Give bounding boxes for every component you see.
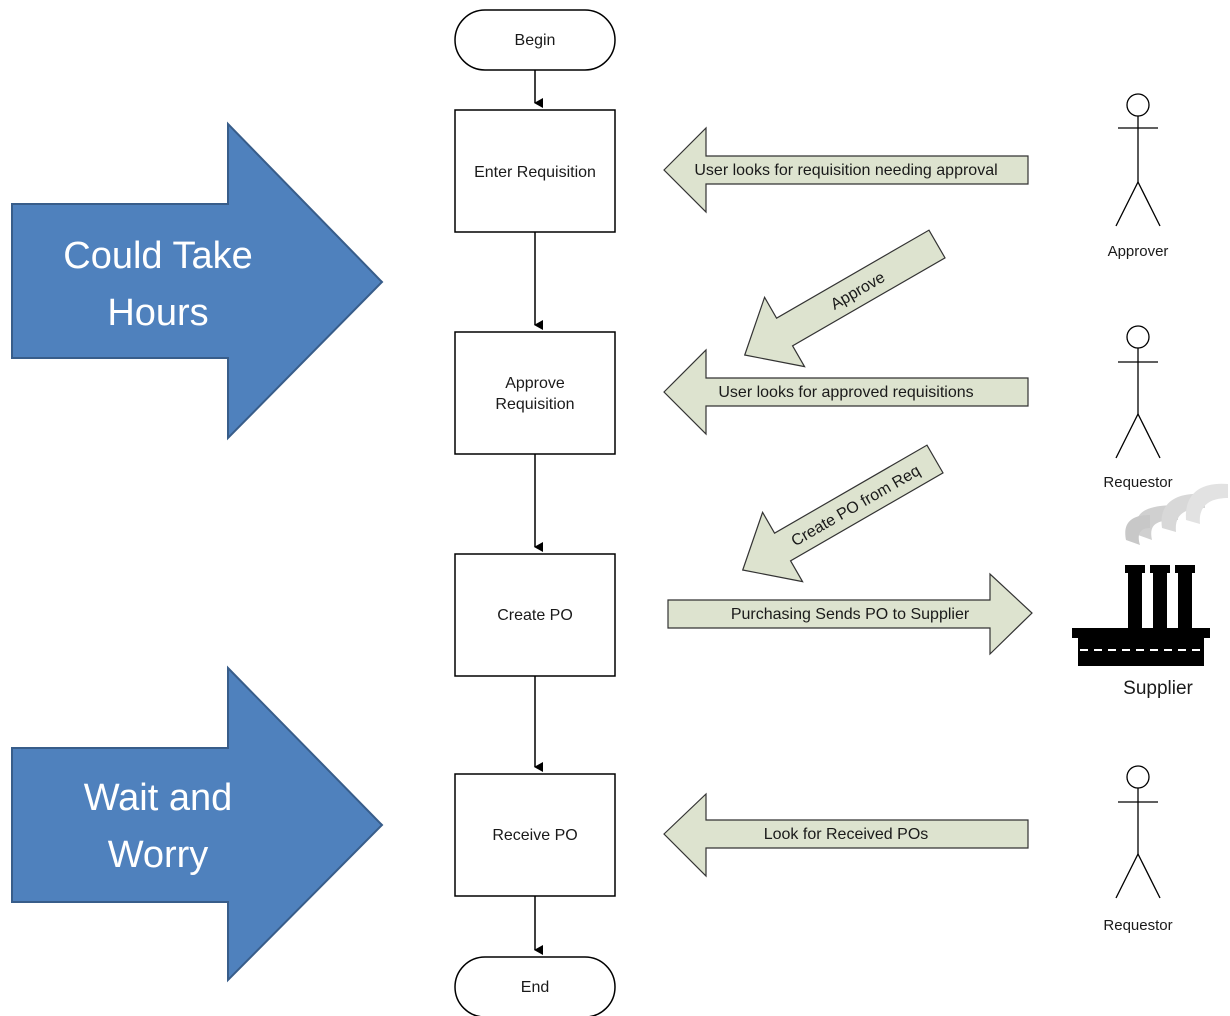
note-create-po-from-req: Create PO from Req — [741, 444, 944, 583]
supplier-label: Supplier — [1123, 678, 1193, 699]
note-purchasing-sends-text: Purchasing Sends PO to Supplier — [731, 606, 970, 623]
receive-po-label: Receive PO — [492, 827, 577, 844]
callout-could-take-hours: Could Take Hours — [11, 121, 384, 441]
callout-top-line1: Could Take — [63, 235, 252, 277]
approve-requisition-label-line2: Requisition — [495, 396, 574, 413]
create-po-label: Create PO — [497, 607, 573, 624]
note-create-po-from-req-text: Create PO from Req — [789, 462, 924, 550]
note-look-received-text: Look for Received POs — [764, 826, 929, 843]
approver-label: Approver — [1108, 243, 1169, 260]
note-purchasing-sends: Purchasing Sends PO to Supplier — [667, 572, 1033, 656]
end-label: End — [521, 979, 549, 996]
requestor-actor-icon-bottom — [1115, 765, 1161, 899]
enter-requisition-label: Enter Requisition — [474, 164, 596, 181]
note-user-looks-approved-text: User looks for approved requisitions — [718, 384, 973, 401]
callout-bottom-line1: Wait and — [84, 777, 233, 819]
callout-top-line2: Hours — [107, 292, 208, 334]
create-po-step: Create PO — [454, 553, 616, 677]
callout-bottom-line2: Worry — [108, 834, 209, 876]
end-terminator: End — [454, 956, 616, 1016]
requestor-actor-icon — [1115, 325, 1161, 459]
requestor-label-bottom: Requestor — [1103, 917, 1172, 934]
callout-wait-and-worry: Wait and Worry — [11, 665, 384, 983]
approve-requisition-step: Approve Requisition — [454, 331, 616, 455]
begin-terminator: Begin — [454, 9, 616, 71]
note-approve: Approve — [743, 229, 946, 368]
note-user-looks-approval: User looks for requisition needing appro… — [663, 126, 1029, 214]
begin-label: Begin — [515, 32, 556, 49]
factory-icon — [1072, 483, 1228, 666]
approver-actor-icon — [1115, 93, 1161, 227]
note-user-looks-approval-text: User looks for requisition needing appro… — [694, 162, 997, 179]
requestor-label-top: Requestor — [1103, 474, 1172, 491]
approve-requisition-label-line1: Approve — [505, 375, 565, 392]
note-user-looks-approved: User looks for approved requisitions — [663, 348, 1029, 436]
note-look-received: Look for Received POs — [663, 792, 1029, 878]
receive-po-step: Receive PO — [454, 773, 616, 897]
enter-requisition-step: Enter Requisition — [454, 109, 616, 233]
